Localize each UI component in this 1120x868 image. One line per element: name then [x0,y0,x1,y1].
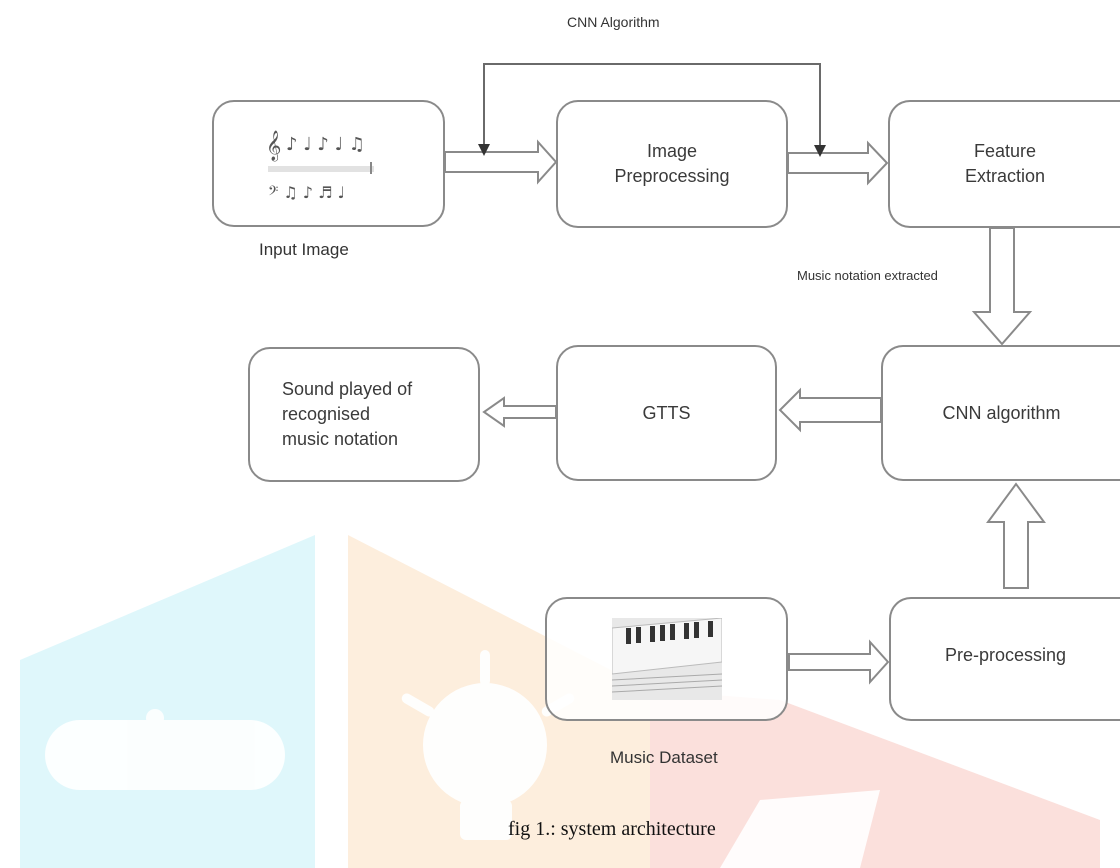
arrow-dataset-to-preprocessing [788,639,890,685]
cnn-bracket-line [483,63,821,153]
arrow-feature-to-cnn [971,227,1033,346]
sound-played-text: Sound played of recognised music notatio… [282,379,413,449]
image-preprocessing-text: Image Preprocessing [614,141,730,186]
input-image-label: Input Image [259,240,349,259]
feature-extraction-text: Feature Extraction [964,141,1046,186]
sound-played-node: Sound played of recognised music notatio… [248,347,480,482]
music-notation-extracted-label: Music notation extracted [797,268,938,283]
piano-keys-icon [611,618,722,700]
cnn-algorithm-text: CNN algorithm [942,402,1061,423]
music-dataset-node [545,597,788,721]
music-dataset-label: Music Dataset [610,748,718,767]
input-image-node: 𝄞 ♪ ♩ ♪ ♩ ♫ 𝄢 ♫ ♪ ♬ ♩ [212,100,445,227]
svg-text:𝄢 ♫ ♪ ♬ ♩: 𝄢 ♫ ♪ ♬ ♩ [268,183,345,202]
feature-extraction-node: Feature Extraction [888,100,1120,228]
gtts-node: GTTS [556,345,777,481]
bracket-arrowhead-right [814,145,826,157]
image-preprocessing-node: Image Preprocessing [556,100,788,228]
book-icon [720,790,880,868]
arrow-preprocessing-to-cnn [986,482,1046,589]
cnn-algorithm-top-label: CNN Algorithm [567,14,660,30]
bracket-arrowhead-left [478,144,490,156]
arrow-gtts-to-sound [482,396,557,428]
arrow-input-to-preprocessing [444,139,558,185]
arrow-preprocessing-to-feature [787,140,889,186]
gtts-text: GTTS [642,402,691,423]
music-sheet-icon: 𝄞 ♪ ♩ ♪ ♩ ♫ 𝄢 ♫ ♪ ♬ ♩ [266,130,374,202]
arrow-cnn-to-gtts [778,387,882,433]
pre-processing-node: Pre-processing [889,597,1120,721]
svg-text:♪ ♩ ♪ ♩ ♫: ♪ ♩ ♪ ♩ ♫ [286,134,365,155]
figure-caption: fig 1.: system architecture [508,818,716,840]
svg-text:𝄞: 𝄞 [266,130,281,162]
cloud-icon [45,709,285,790]
cnn-algorithm-node: CNN algorithm [881,345,1120,481]
pre-processing-text: Pre-processing [944,645,1067,665]
